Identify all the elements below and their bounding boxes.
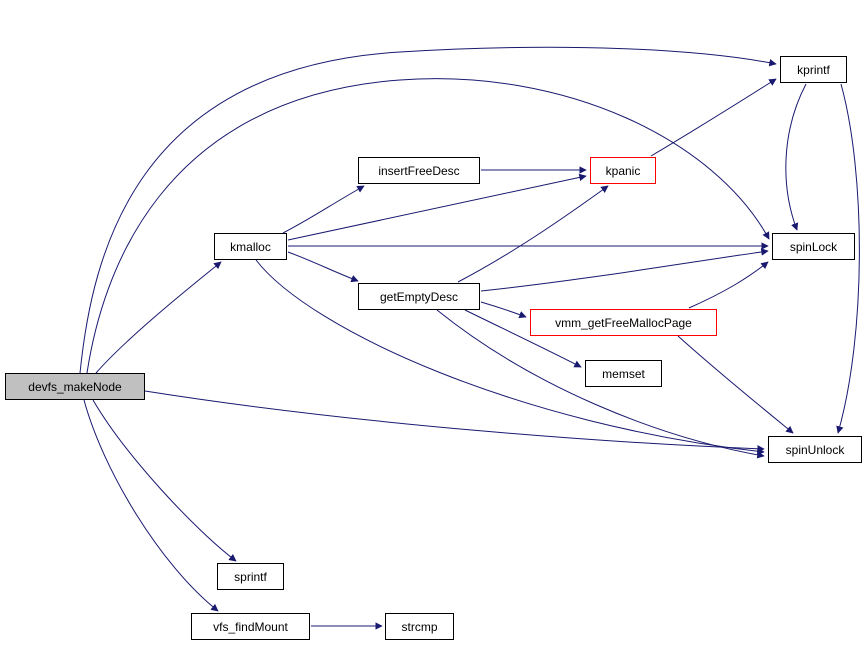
node-kpanic[interactable]: kpanic: [590, 157, 656, 184]
edge-getEmptyDesc-memset: [464, 309, 582, 368]
edge-devfs_makeNode-kprintf: [79, 46, 777, 374]
edge-kprintf-spinLock: [785, 83, 807, 231]
edge-devfs_makeNode-vfs_findMount: [83, 399, 219, 612]
node-spinUnlock[interactable]: spinUnlock: [768, 436, 862, 463]
node-insertFreeDesc[interactable]: insertFreeDesc: [358, 157, 480, 184]
edge-kpanic-kprintf: [650, 78, 777, 157]
edge-kmalloc-insertFreeDesc: [282, 185, 365, 234]
edge-getEmptyDesc-spinLock: [480, 248, 769, 292]
edge-getEmptyDesc-vmm_getFreeMallocPage: [480, 301, 527, 319]
edge-kmalloc-kpanic: [287, 173, 587, 241]
node-strcmp[interactable]: strcmp: [385, 613, 454, 640]
node-kprintf[interactable]: kprintf: [780, 56, 847, 83]
edge-kmalloc-spinUnlock: [255, 259, 765, 455]
node-kmalloc[interactable]: kmalloc: [214, 233, 287, 260]
edge-devfs_makeNode-kmalloc: [95, 261, 222, 374]
node-vfs_findMount[interactable]: vfs_findMount: [191, 613, 310, 640]
edge-devfs_makeNode-sprintf: [92, 399, 237, 562]
node-memset[interactable]: memset: [585, 360, 662, 387]
edge-devfs_makeNode-spinUnlock: [144, 390, 765, 453]
edge-kprintf-spinUnlock: [836, 83, 860, 434]
node-devfs_makeNode: devfs_makeNode: [5, 373, 145, 400]
edge-vmm_getFreeMallocPage-spinUnlock: [677, 335, 794, 434]
edge-getEmptyDesc-spinUnlock: [436, 309, 765, 459]
node-spinLock[interactable]: spinLock: [772, 233, 855, 260]
edge-devfs_makeNode-spinLock: [86, 78, 770, 374]
edge-vmm_getFreeMallocPage-spinLock: [688, 261, 769, 309]
edge-getEmptyDesc-kpanic: [457, 185, 609, 283]
node-vmm_getFreeMallocPage[interactable]: vmm_getFreeMallocPage: [530, 309, 717, 336]
node-sprintf[interactable]: sprintf: [217, 563, 284, 590]
node-getEmptyDesc[interactable]: getEmptyDesc: [358, 283, 480, 310]
edge-kmalloc-getEmptyDesc: [287, 251, 359, 283]
